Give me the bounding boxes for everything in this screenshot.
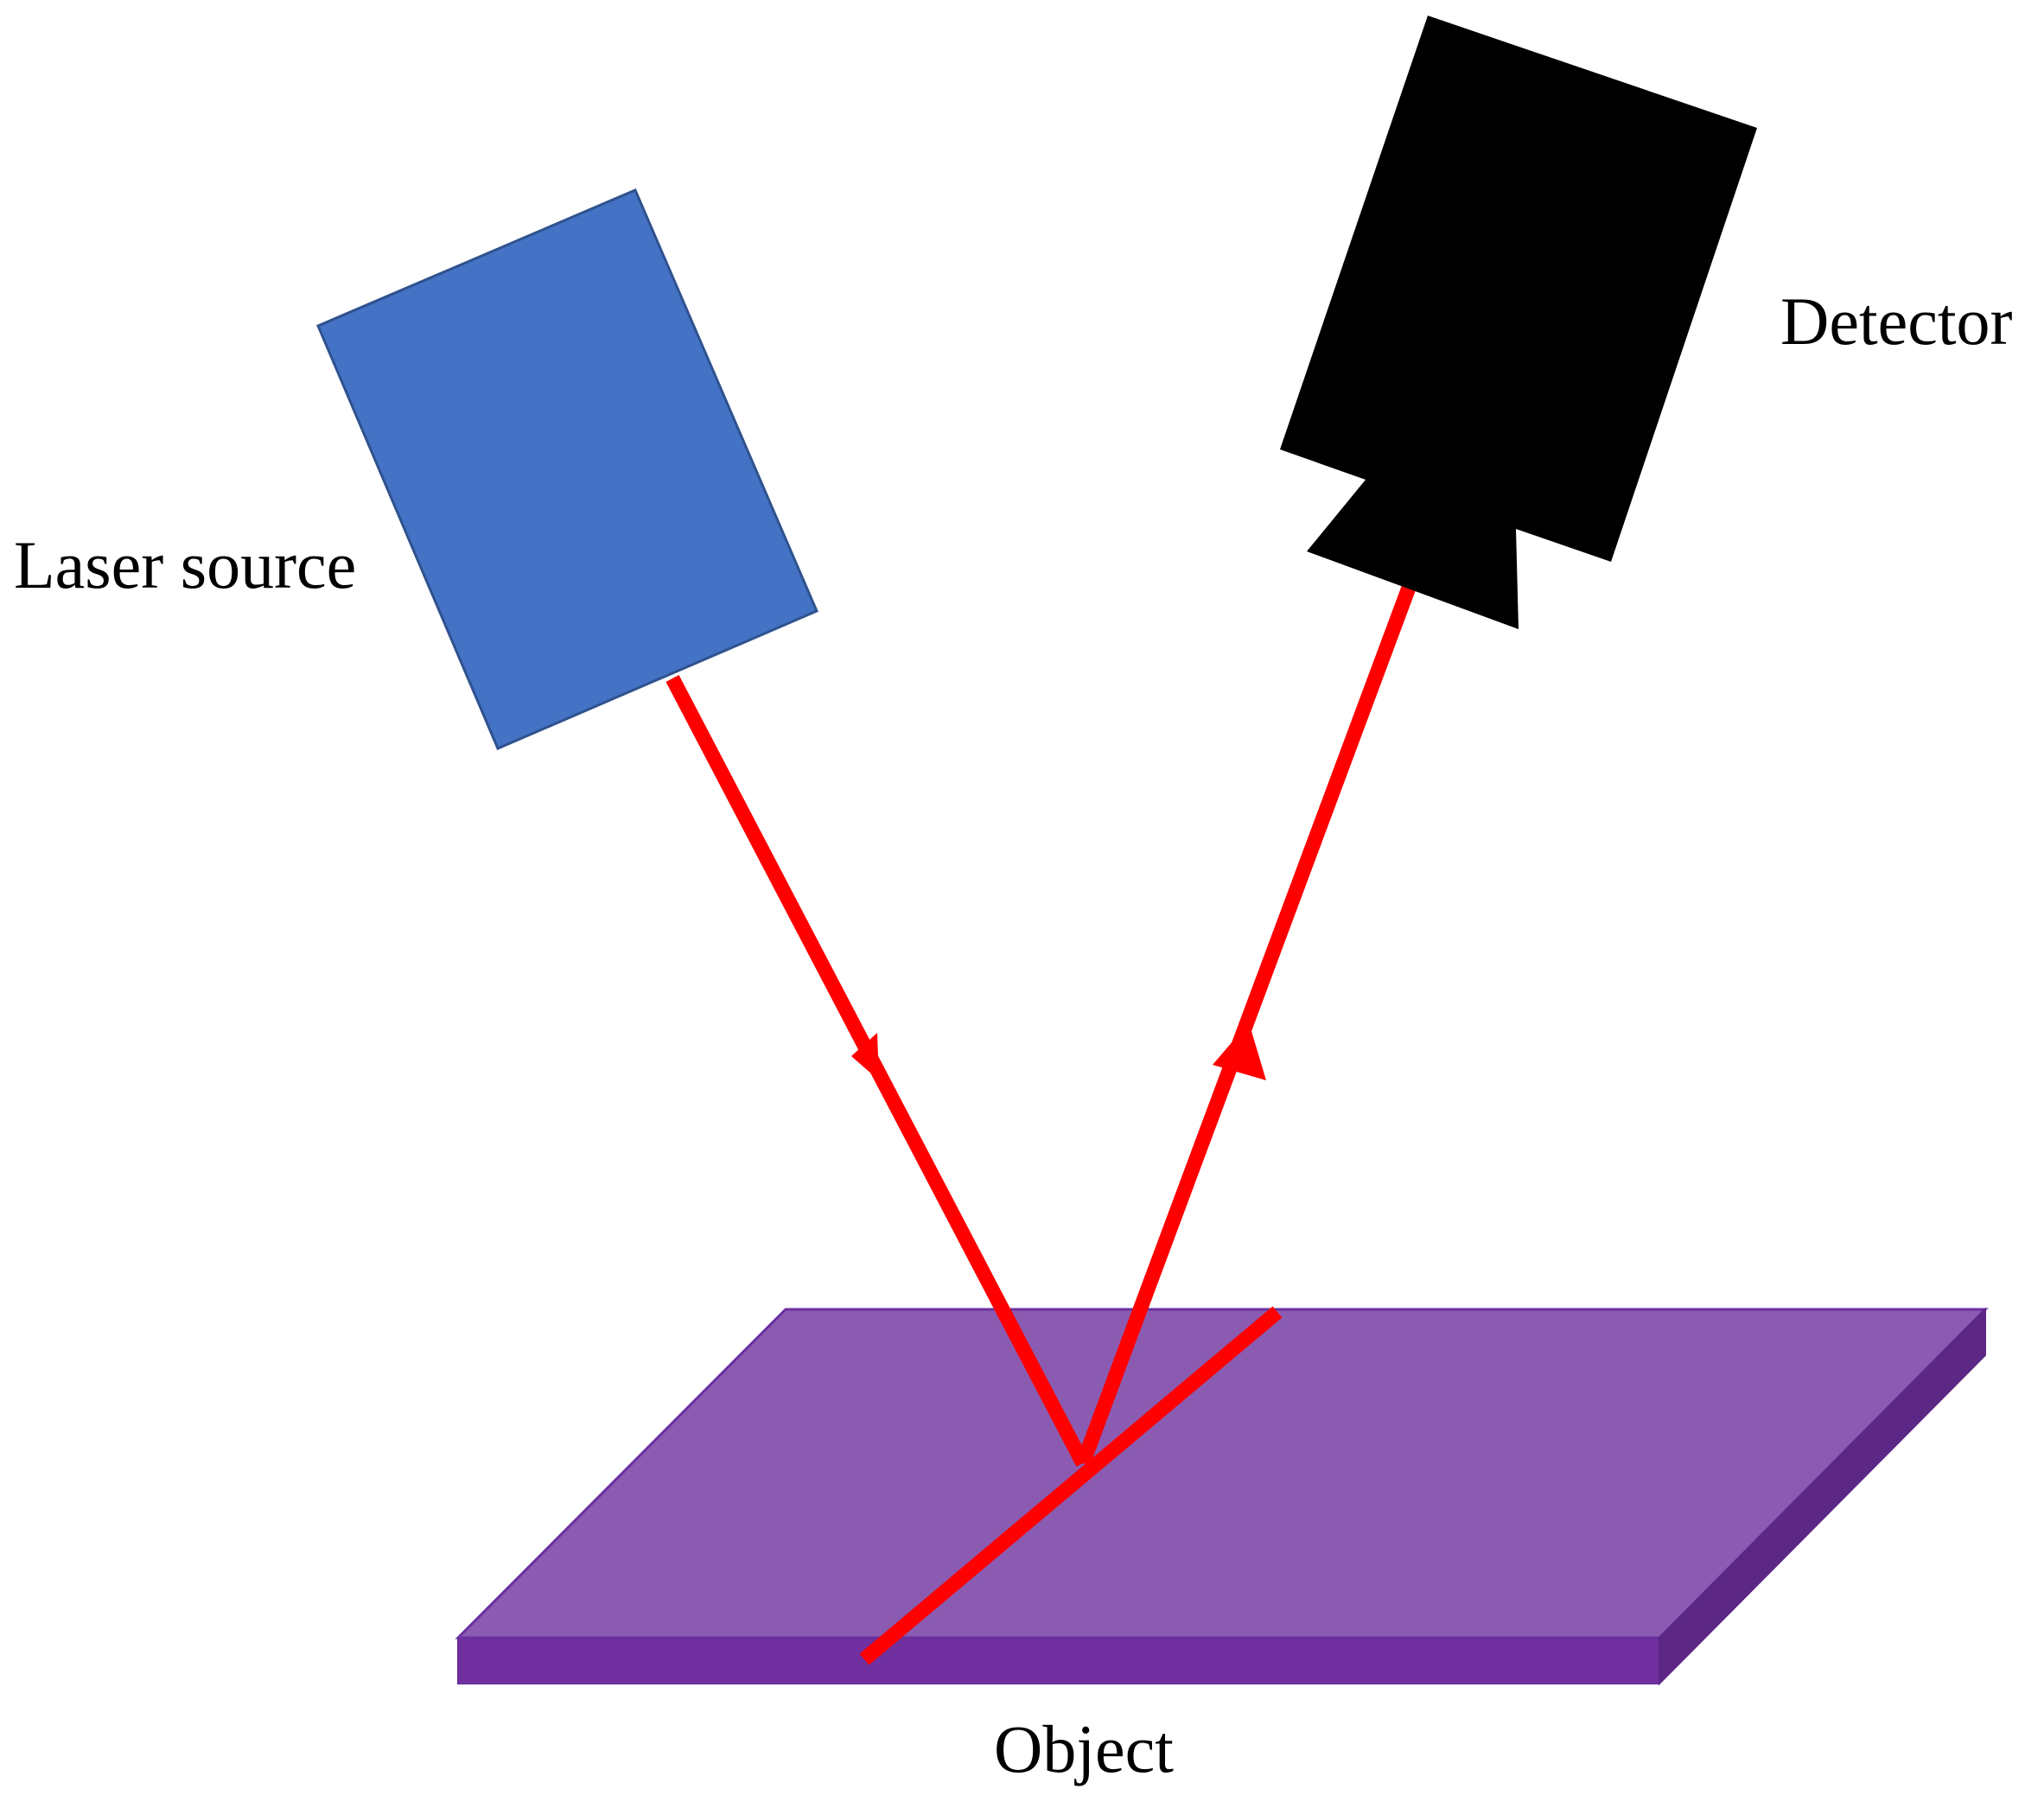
incident-arrowhead (851, 1033, 879, 1080)
detector-icon (1280, 16, 1757, 629)
object-label: Object (994, 1711, 1174, 1786)
object-plate-icon (455, 1307, 1989, 1686)
object-side-face (1659, 1307, 1986, 1686)
surface-normal-line (859, 1306, 1283, 1665)
laser-source-icon (316, 188, 818, 750)
reflected-beam (1076, 585, 1416, 1466)
laser-source-label: Laser source (14, 527, 356, 602)
reflected-arrowhead (1213, 1022, 1266, 1080)
object-front-face (457, 1637, 1660, 1684)
detector-label: Detector (1780, 283, 2013, 359)
